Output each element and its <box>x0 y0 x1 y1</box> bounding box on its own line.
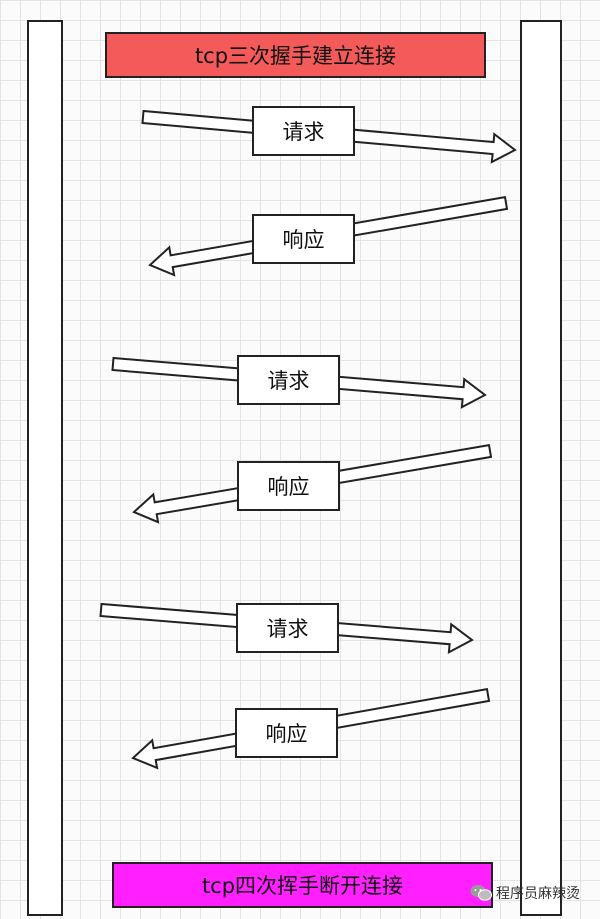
handshake-banner: tcp三次握手建立连接 <box>105 32 486 78</box>
watermark-text: 程序员麻辣烫 <box>496 886 580 902</box>
message-label-2: 响应 <box>252 214 355 264</box>
message-label-text: 响应 <box>267 475 310 499</box>
message-label-text: 请求 <box>266 617 309 641</box>
wechat-icon <box>470 885 492 901</box>
message-label-1: 请求 <box>252 106 355 156</box>
message-label-text: 请求 <box>282 120 325 144</box>
message-label-5: 请求 <box>236 603 339 653</box>
message-label-text: 请求 <box>267 369 310 393</box>
watermark: 程序员麻辣烫 <box>470 880 580 906</box>
message-label-6: 响应 <box>235 708 338 758</box>
message-label-text: 响应 <box>265 722 308 746</box>
teardown-banner: tcp四次挥手断开连接 <box>112 862 493 908</box>
client-lifeline <box>27 20 63 916</box>
message-label-4: 响应 <box>237 461 340 511</box>
message-label-3: 请求 <box>237 355 340 405</box>
server-lifeline <box>520 20 562 916</box>
message-label-text: 响应 <box>282 228 325 252</box>
teardown-banner-text: tcp四次挥手断开连接 <box>201 874 404 898</box>
handshake-banner-text: tcp三次握手建立连接 <box>194 44 397 68</box>
